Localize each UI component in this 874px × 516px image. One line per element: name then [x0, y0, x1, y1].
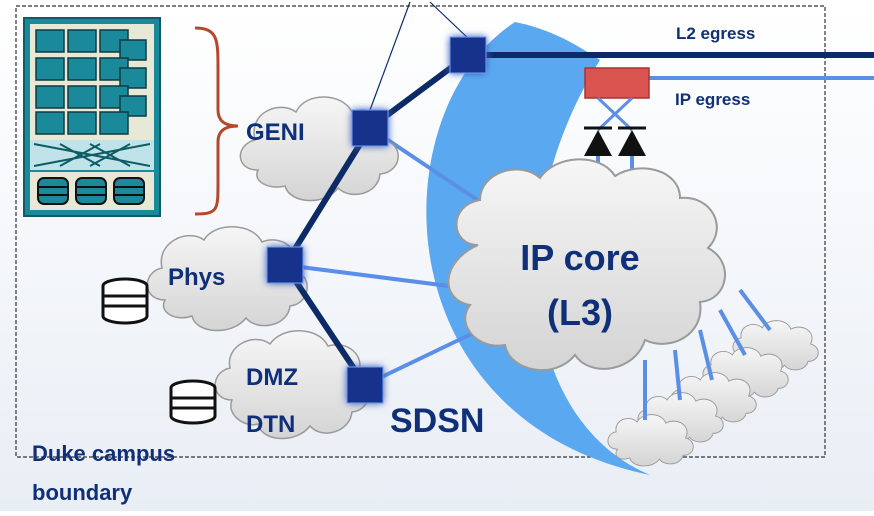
cloud-icon [607, 414, 694, 467]
core-to-cloud-links [643, 288, 772, 420]
router-icon [584, 67, 650, 132]
ip-core-sublabel: (L3) [547, 292, 613, 333]
phys-label: Phys [168, 264, 225, 291]
dmz-label: DMZ [246, 364, 298, 391]
sdsn-label: SDSN [390, 402, 484, 440]
switches [266, 36, 487, 404]
top-thin-links [369, 1, 471, 111]
storage-icon [169, 379, 217, 425]
switch-icon [266, 246, 304, 284]
diode-icon [584, 126, 612, 156]
bracket-icon [194, 26, 239, 216]
dtn-label: DTN [246, 411, 295, 438]
switch-icon [346, 366, 384, 404]
l2-egress-label: L2 egress [676, 24, 755, 43]
switch-icon [449, 36, 487, 74]
switch-icon [351, 109, 389, 147]
geni-label: GENI [246, 119, 305, 146]
ip-core-cloud [447, 158, 726, 371]
campus-boundary-box [15, 5, 826, 458]
diode-group [584, 126, 646, 156]
storage-icon [101, 277, 149, 325]
diode-icon [618, 126, 646, 156]
server-rack-icon [23, 17, 161, 217]
campus-label: Duke campus [32, 441, 175, 466]
ip-core-label: IP core [520, 237, 639, 278]
crescent-shape [426, 22, 650, 475]
ip-egress-label: IP egress [675, 90, 750, 109]
campus-sublabel: boundary [32, 480, 133, 505]
